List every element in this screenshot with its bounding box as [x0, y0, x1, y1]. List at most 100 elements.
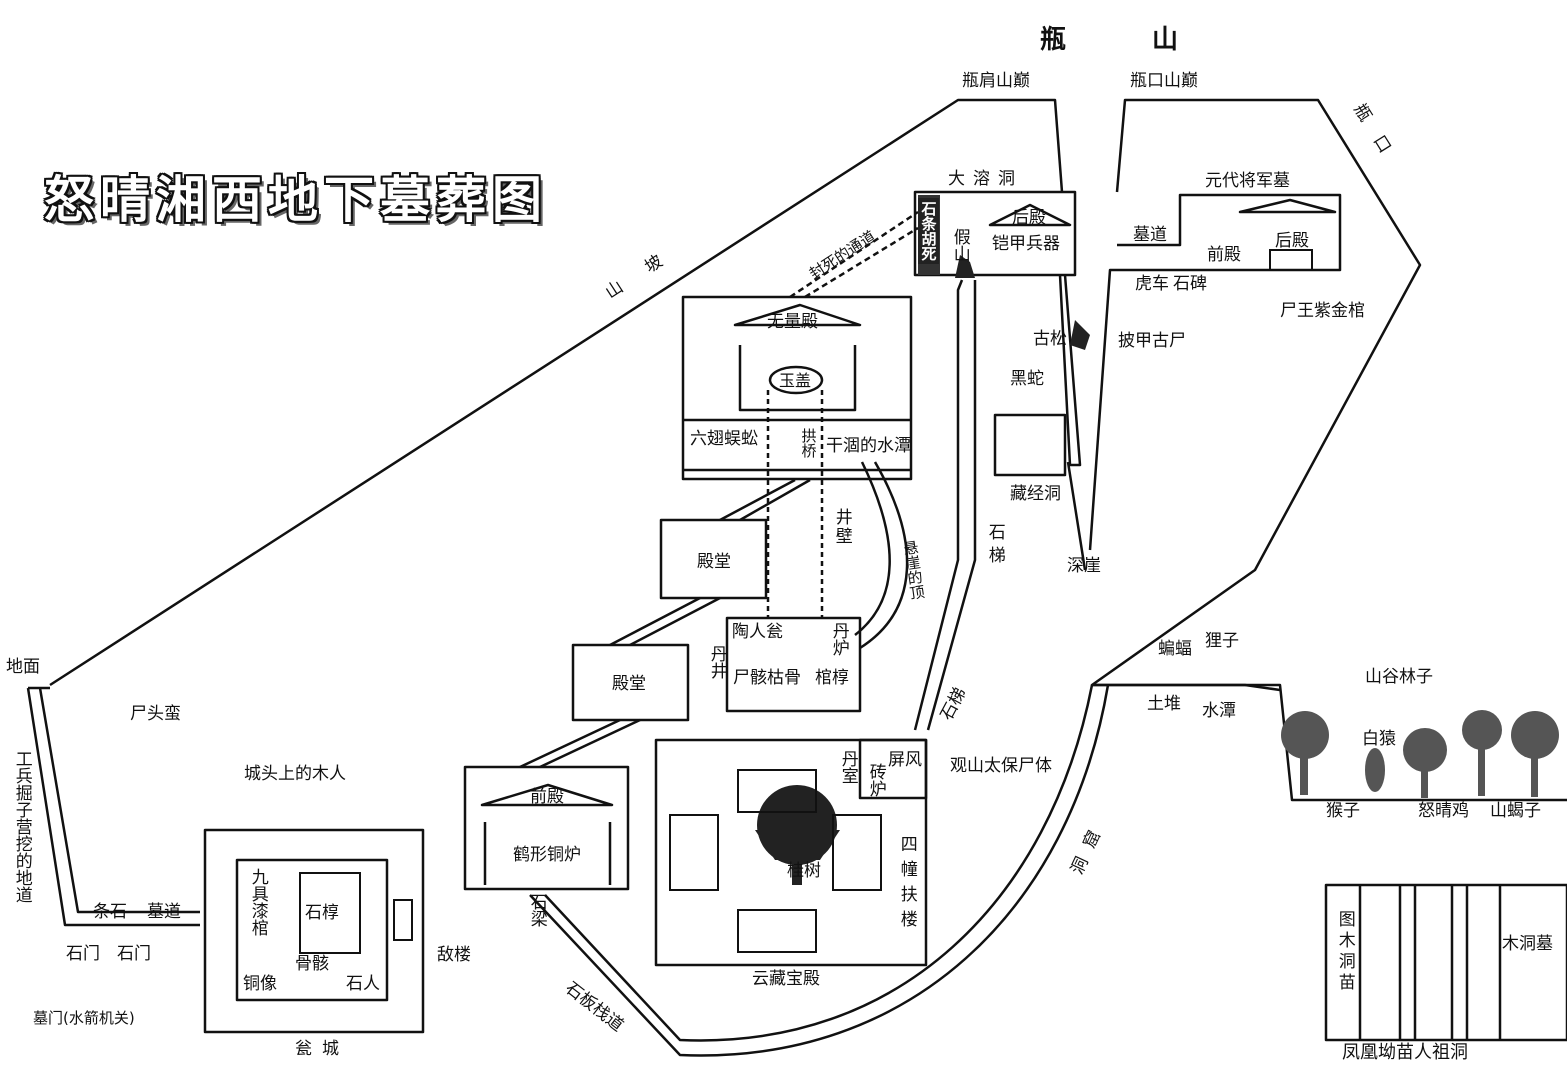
wooden-men-label: 城头上的木人	[244, 764, 346, 784]
wood-cave-tomb-label: 木洞墓	[1502, 934, 1553, 954]
stone-door-2-label: 石门	[117, 944, 151, 964]
screen-label: 屏风	[888, 750, 922, 770]
deep-cliff	[1058, 268, 1117, 571]
rear-hall-1-label: 后殿	[1012, 208, 1046, 228]
rear-hall-roof-1	[988, 203, 1072, 227]
stone-stairs	[913, 279, 977, 731]
brick-furnace-label: 砖炉	[865, 763, 886, 797]
tomb-path-2-label: 墓道	[147, 902, 181, 922]
rockery-label: 假山	[949, 228, 970, 262]
big-cave	[913, 190, 1077, 277]
front-hall-2-label: 前殿	[530, 787, 564, 807]
hall-2-box	[571, 643, 690, 722]
watchtower-label: 敌楼	[437, 945, 471, 965]
engineer-tunnel-label: 工兵掘子营挖的地道	[11, 750, 32, 903]
hall-1-box	[659, 518, 768, 600]
passage-3	[519, 718, 641, 769]
passage-1	[719, 478, 811, 522]
stele-label: 石碑	[1173, 274, 1207, 294]
ancient-pine-label: 古松	[1033, 329, 1067, 349]
engineer-tunnel	[26, 686, 200, 927]
wuliang-hall-box	[681, 295, 913, 481]
elixir-room	[858, 738, 928, 800]
armored-corpse-label: 披甲古尸	[1118, 331, 1186, 351]
arch-bridge-label: 拱桥	[799, 428, 818, 458]
weng-city-label: 瓮城	[295, 1039, 349, 1059]
weng-city-box	[203, 828, 425, 1034]
centipede-label: 六翅蜈蚣	[690, 429, 758, 449]
hall-1-label: 殿堂	[697, 552, 731, 572]
mound-label: 土堆	[1147, 694, 1181, 714]
hall-2-label: 殿堂	[612, 674, 646, 694]
crane-furnace-label: 鹤形铜炉	[513, 845, 581, 865]
scorpion-label: 山蝎子	[1490, 801, 1541, 821]
nine-coffins-label: 九具漆棺	[247, 868, 268, 936]
stone-beam-label: 石梁	[526, 893, 547, 927]
ancestor-cave-label: 凤凰坳苗人祖洞	[1342, 1042, 1468, 1063]
armor-label: 铠甲兵器	[992, 234, 1060, 254]
map-title: 怒晴湘西地下墓葬图	[44, 170, 548, 229]
scripture-cave	[993, 413, 1067, 477]
four-towers-label: 四幢扶楼	[896, 835, 917, 935]
coffin-label: 棺椁	[815, 668, 849, 688]
bronze-statue-label: 铜像	[243, 974, 277, 994]
front-hall-1-label: 前殿	[1207, 245, 1241, 265]
big-cave-label: 大溶洞	[948, 169, 1023, 189]
remains-label: 尸骸枯骨	[733, 668, 801, 688]
jade-lid-label: 玉盖	[779, 371, 812, 390]
yuan-tomb-label: 元代将军墓	[1205, 171, 1290, 191]
corpse-king-label: 尸王紫金棺	[1280, 301, 1365, 321]
white-ape-label: 白猿	[1362, 729, 1396, 749]
ancestor-cave-box	[1324, 883, 1567, 1042]
shaft-wall-label: 井壁	[831, 508, 852, 546]
guanshan-corpse-label: 观山太保尸体	[950, 756, 1052, 776]
elixir-room-label: 丹室	[837, 750, 858, 784]
head-bug-label: 尸头蛮	[130, 704, 181, 724]
tiger-cart-label: 虎车	[1135, 274, 1169, 294]
stone-lock-label: 石条胡死	[918, 198, 939, 264]
dry-pool-label: 干涸的水潭	[826, 436, 911, 456]
shaft-wall	[766, 390, 824, 618]
elixir-well-label: 丹井	[706, 645, 727, 679]
ground-label: 地面	[6, 657, 40, 677]
stone-door-1-label: 石门	[66, 944, 100, 964]
front-hall-box	[463, 765, 630, 891]
monkey-label: 猴子	[1326, 801, 1360, 821]
mountain-label: 瓶 山	[1040, 25, 1209, 55]
treasure-hall-label: 云藏宝殿	[752, 969, 820, 989]
cliff-top-path	[854, 461, 909, 650]
stone-plank-path	[529, 684, 1110, 1057]
wuliang-hall-label: 无量殿	[767, 312, 818, 332]
rooster-label: 怒晴鸡	[1418, 801, 1469, 821]
pool-label: 水潭	[1202, 701, 1236, 721]
ping-kou-peak-label: 瓶口山巅	[1130, 71, 1198, 91]
valley-floor	[1092, 683, 1281, 692]
treasure-hall-box	[654, 738, 928, 967]
alchemy-chamber	[725, 616, 862, 713]
weng-city-inner	[235, 858, 389, 1002]
wuliang-roof	[733, 303, 862, 412]
stairs-1-label: 石梯	[984, 523, 1005, 569]
jade-lid	[768, 365, 824, 395]
civet-label: 狸子	[1205, 631, 1239, 651]
rear-hall-2-label: 后殿	[1275, 231, 1309, 251]
tumu-miao-label: 图木洞苗	[1334, 910, 1355, 994]
strip-stone-label: 条石	[93, 902, 127, 922]
scripture-cave-label: 藏经洞	[1010, 484, 1061, 504]
pottery-jar-label: 陶人瓮	[732, 622, 783, 642]
tomb-path-1-label: 墓道	[1133, 225, 1167, 245]
rear-hall-roof-2	[1238, 198, 1337, 214]
sealed-passage-line	[789, 210, 919, 299]
front-hall-roof	[480, 783, 614, 885]
tomb-door-label: 墓门(水箭机关)	[33, 1009, 135, 1027]
deep-cliff-label: 深崖	[1067, 556, 1101, 576]
stone-coffin-label: 石椁	[305, 903, 339, 923]
valley-forest-label: 山谷林子	[1365, 667, 1433, 687]
furnace-1-label: 丹炉	[828, 622, 849, 656]
osmanthus-label: 桂树	[787, 861, 821, 881]
passage-2	[609, 596, 721, 647]
stone-man-label: 石人	[346, 974, 380, 994]
ping-jian-label: 瓶肩山巅	[962, 71, 1030, 91]
skeleton-label: 骨骸	[295, 954, 329, 974]
